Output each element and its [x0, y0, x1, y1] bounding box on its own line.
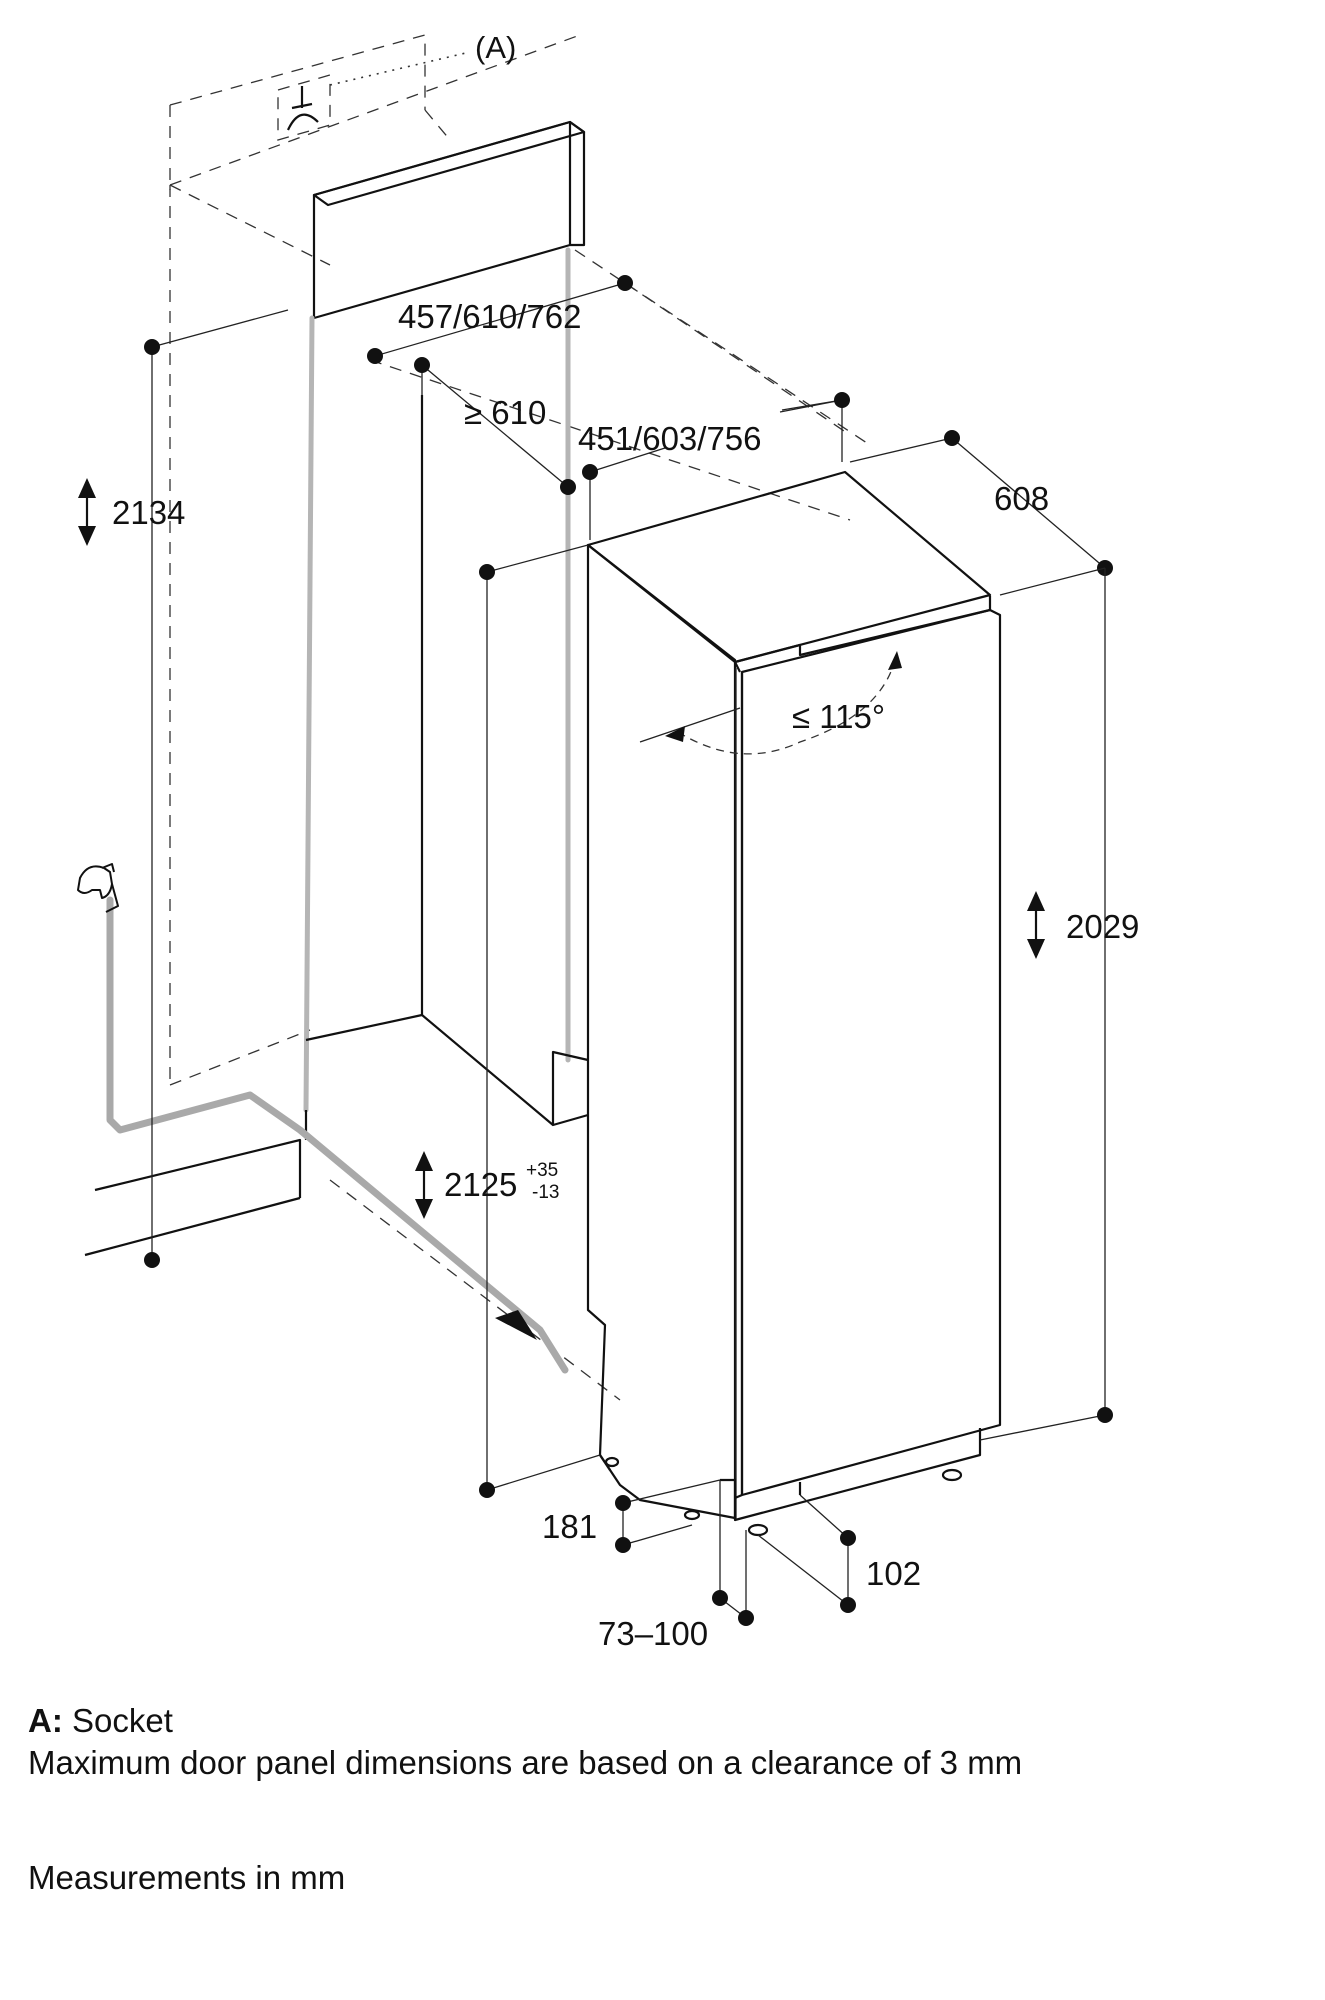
dimension-73-100-label: 73–100 — [598, 1615, 708, 1652]
installation-diagram: (A) — [77, 30, 1139, 1652]
dimension-2029-label: 2029 — [1066, 908, 1139, 945]
socket-icon — [277, 74, 331, 141]
socket-legend-label: Socket — [72, 1702, 173, 1739]
hose-direction-arrow — [495, 1310, 537, 1340]
clearance-note: Maximum door panel dimensions are based … — [28, 1744, 1023, 1781]
dimension-102-label: 102 — [866, 1555, 921, 1592]
niche-top-panel — [312, 120, 586, 320]
door-swing-indicator — [639, 651, 902, 755]
dimension-niche-width — [367, 275, 851, 436]
dimension-608-label: 608 — [994, 480, 1049, 517]
water-tap-icon — [77, 863, 119, 913]
dimension-door-panel-width — [582, 392, 850, 540]
double-arrow-icon — [78, 478, 96, 546]
units-note: Measurements in mm — [28, 1859, 346, 1896]
dimension-plinth-height — [615, 1479, 721, 1553]
dimension-niche-height-left — [144, 309, 289, 1268]
dimension-min-depth — [414, 357, 576, 495]
dimension-2134-label: 2134 — [112, 494, 185, 531]
dimension-door-panel-width-label: 451/603/756 — [578, 420, 762, 457]
legend: A: Socket Maximum door panel dimensions … — [28, 1700, 1298, 1899]
dimension-2125-label: 2125 — [444, 1166, 517, 1203]
dimension-appliance-depth — [849, 430, 1113, 576]
dimension-181-label: 181 — [542, 1508, 597, 1545]
dimension-2125-tolerance-minus: -13 — [532, 1182, 559, 1203]
dimension-niche-width-label: 457/610/762 — [398, 298, 582, 335]
dimension-2125-tolerance-plus: +35 — [526, 1160, 558, 1181]
water-hose — [106, 896, 569, 1374]
socket-legend: A: Socket — [28, 1700, 1298, 1742]
dimension-niche-height — [479, 544, 601, 1498]
door-angle-label: ≤ 115° — [792, 698, 885, 735]
double-arrow-icon — [1027, 891, 1045, 959]
appliance — [586, 470, 1002, 1537]
socket-marker: (A) — [475, 30, 516, 65]
double-arrow-icon — [415, 1151, 433, 1219]
niche-outline — [169, 34, 871, 1401]
dimension-foot-range — [712, 1480, 754, 1626]
dimension-plinth-depth — [757, 1494, 856, 1613]
socket-legend-key: A: — [28, 1702, 63, 1739]
dimension-appliance-height — [979, 567, 1113, 1441]
dimension-min-depth-label: ≥ 610 — [464, 394, 546, 431]
